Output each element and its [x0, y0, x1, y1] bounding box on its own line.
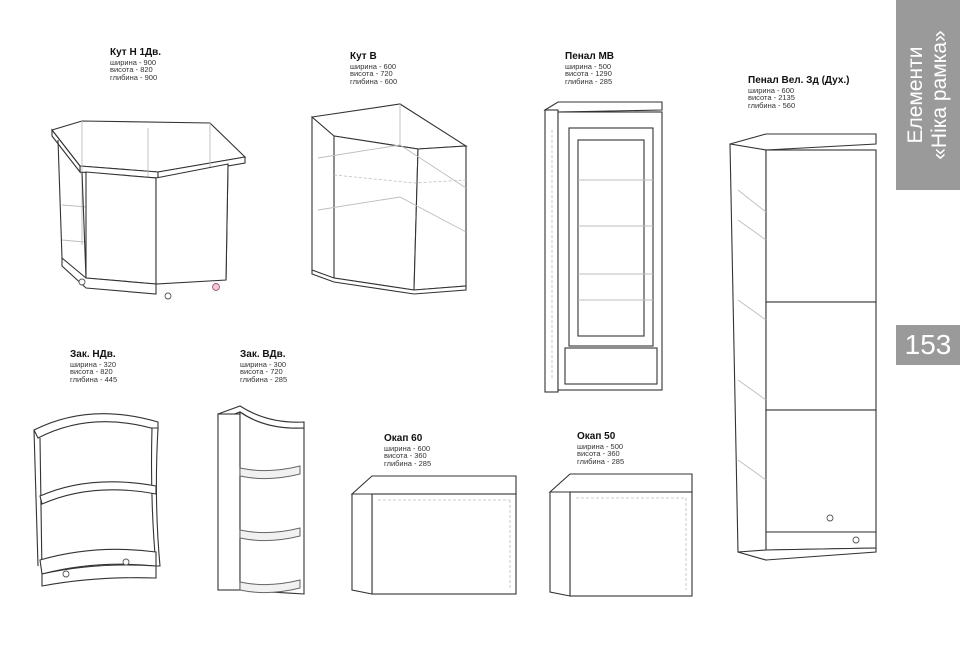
cabinet-drawing-kut-v	[310, 103, 468, 295]
page-number: 153	[896, 325, 960, 365]
item-width: ширина - 600	[384, 443, 431, 453]
cabinet-drawing-zak-ndv	[33, 413, 161, 587]
item-name: Кут В	[350, 51, 377, 62]
item-name: Пенал МВ	[565, 51, 615, 62]
item-width: ширина - 500	[565, 61, 612, 71]
item-label-okap-60: Окап 60 ширина - 600 висота - 360 глибин…	[384, 433, 432, 469]
item-label-kut-v: Кут В ширина - 600 висота - 720 глибина …	[350, 51, 398, 87]
item-label-zak-vdv: Зак. ВДв. ширина - 300 висота - 720 глиб…	[240, 349, 288, 385]
item-width: ширина - 600	[350, 61, 397, 71]
item-depth: глибина - 285	[384, 459, 432, 469]
item-depth: глибина - 900	[110, 73, 158, 83]
item-name: Окап 50	[577, 431, 616, 442]
cabinet-drawing-kut-n	[51, 120, 247, 300]
item-height: висота - 360	[577, 449, 620, 459]
item-height: висота - 360	[384, 451, 427, 461]
item-height: висота - 1290	[565, 69, 612, 79]
item-name: Зак. ВДв.	[240, 349, 286, 360]
item-width: ширина - 320	[70, 359, 117, 369]
item-label-okap-50: Окап 50 ширина - 500 висота - 360 глибин…	[577, 431, 625, 467]
item-depth: глибина - 560	[748, 101, 796, 111]
item-width: ширина - 500	[577, 441, 624, 451]
item-label-penal-vel: Пенал Вел. Зд (Дух.) ширина - 600 висота…	[748, 75, 850, 111]
item-depth: глибина - 445	[70, 375, 118, 385]
cabinet-drawing-zak-vdv	[217, 405, 305, 595]
cabinet-drawing-okap-60	[350, 475, 517, 595]
item-height: висота - 820	[110, 65, 153, 75]
item-name: Зак. НДв.	[70, 349, 116, 360]
item-name: Окап 60	[384, 433, 423, 444]
item-name: Кут Н 1Дв.	[110, 47, 162, 58]
item-width: ширина - 300	[240, 359, 287, 369]
item-width: ширина - 900	[110, 57, 157, 67]
item-depth: глибина - 285	[240, 375, 288, 385]
item-height: висота - 720	[350, 69, 393, 79]
item-name: Пенал Вел. Зд (Дух.)	[748, 75, 850, 86]
item-width: ширина - 600	[748, 85, 795, 95]
item-depth: глибина - 285	[577, 457, 625, 467]
item-height: висота - 720	[240, 367, 283, 377]
item-label-zak-ndv: Зак. НДв. ширина - 320 висота - 820 глиб…	[70, 349, 118, 385]
cabinet-drawing-okap-50	[548, 473, 693, 597]
item-depth: глибина - 600	[350, 77, 398, 87]
item-height: висота - 2135	[748, 93, 795, 103]
item-label-penal-mv: Пенал МВ ширина - 500 висота - 1290 глиб…	[565, 51, 615, 87]
item-label-kut-n: Кут Н 1Дв. ширина - 900 висота - 820 гли…	[110, 47, 162, 83]
section-tab: Елементи «Ніка рамка»	[896, 0, 960, 190]
cabinet-drawing-penal-mv	[543, 101, 663, 393]
item-height: висота - 820	[70, 367, 113, 377]
cabinet-drawing-penal-vel	[729, 133, 877, 561]
item-depth: глибина - 285	[565, 77, 613, 87]
